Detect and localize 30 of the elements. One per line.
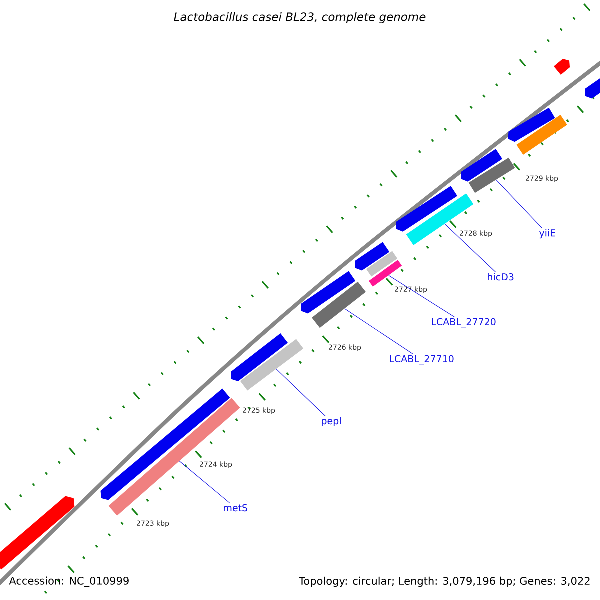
gene-label: LCABL_27710 bbox=[390, 355, 454, 365]
leader-line bbox=[179, 461, 230, 504]
gene-label: hicD3 bbox=[488, 273, 514, 281]
leader-line bbox=[444, 224, 496, 272]
title: Lactobacillus casei BL23, complete genome bbox=[174, 12, 426, 24]
genome-info-text: Topology: circular; Length: 3,079,196 bp; Genes: 3,022 bbox=[299, 576, 590, 588]
leader-line bbox=[496, 180, 542, 228]
gene-label: LCABL_27720 bbox=[432, 318, 496, 328]
gene-bar bbox=[368, 260, 402, 287]
gene-label: pepI bbox=[322, 418, 341, 426]
gene-bar bbox=[312, 282, 366, 328]
accession-text: Accession: NC_010999 bbox=[9, 576, 129, 588]
leader-line bbox=[276, 369, 326, 417]
gene-label: metS bbox=[224, 504, 248, 512]
gene-feature bbox=[231, 334, 288, 382]
gene-feature bbox=[100, 388, 230, 500]
gene-feature bbox=[396, 186, 458, 232]
gene-feature bbox=[508, 108, 556, 142]
leader-line bbox=[388, 275, 455, 318]
gene-feature bbox=[554, 59, 570, 75]
gene-label: yiiE bbox=[539, 229, 556, 239]
gene-bar bbox=[468, 158, 516, 194]
gene-feature bbox=[0, 496, 75, 570]
gene-bar bbox=[240, 339, 304, 391]
gene-bar bbox=[516, 115, 568, 155]
gene-feature bbox=[355, 242, 390, 271]
gene-bar bbox=[366, 251, 398, 277]
leader-line bbox=[344, 308, 414, 354]
gene-feature bbox=[301, 271, 356, 314]
gene-feature bbox=[461, 149, 503, 182]
